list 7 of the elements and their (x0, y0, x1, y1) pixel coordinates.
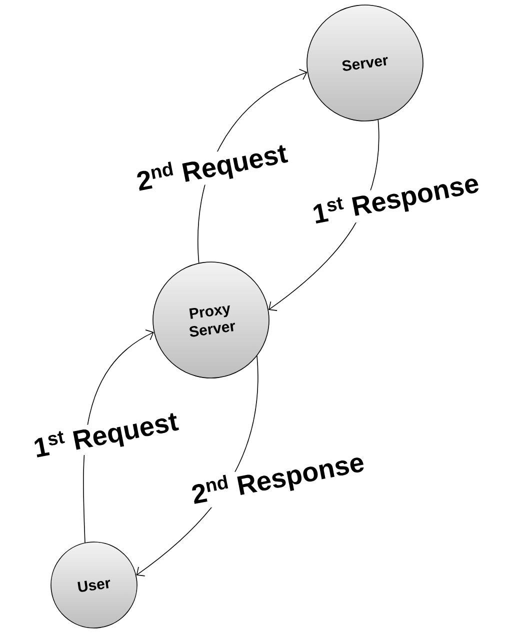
circle-node: Server (306, 4, 424, 122)
circle-node: User (50, 542, 138, 628)
edge-label: 2$^{nd}$ Response (188, 447, 368, 511)
edge-label: 2$^{nd}$ Request (133, 138, 291, 198)
circle-node: Proxy Server (152, 262, 270, 378)
edge-label: 1$^{st}$ Request (30, 408, 182, 464)
edge-label: 1$^{st}$ Response (309, 169, 483, 231)
